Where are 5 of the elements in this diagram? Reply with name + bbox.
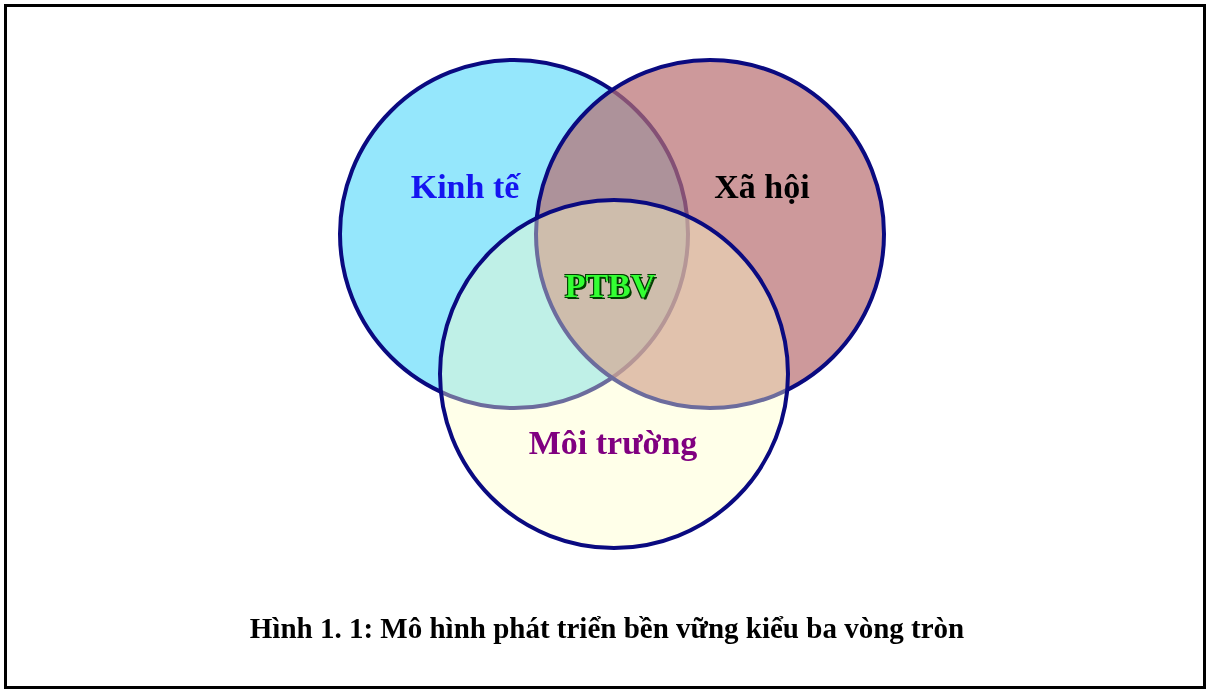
circle-label: Kinh tế [410, 168, 520, 206]
circle-label: Xã hội [714, 168, 810, 206]
circle-label: Môi trường [528, 424, 698, 462]
figure-caption: Hình 1. 1: Mô hình phát triển bền vững kiểu ba vòng tròn [248, 612, 966, 645]
overlap-label: PTBV [564, 267, 656, 305]
